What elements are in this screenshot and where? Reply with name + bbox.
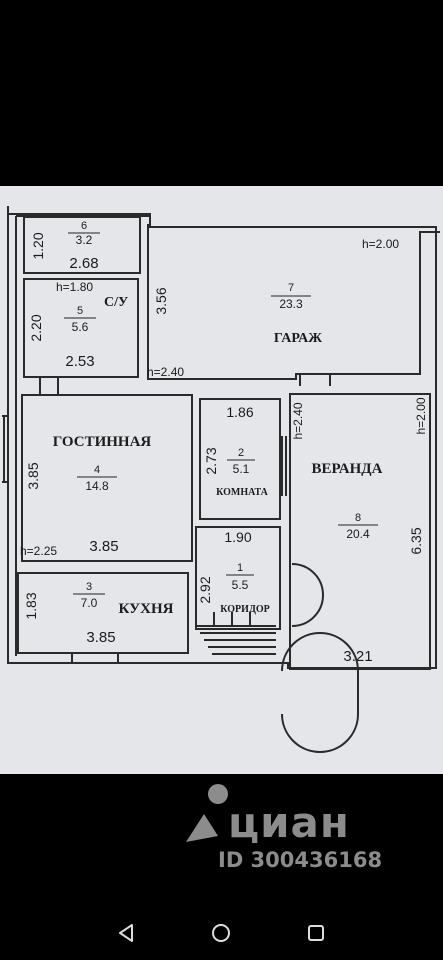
living-room-area: 14.8 [85,479,109,493]
room5-width: 2.53 [65,353,94,370]
corridor-width: 1.90 [224,529,251,545]
kitchen-number: 3 [86,581,92,593]
room5-height: h=1.80 [56,280,93,294]
room2-number: 2 [238,447,244,459]
veranda-number: 8 [355,512,361,524]
living-room-depth: 3.85 [25,462,41,489]
back-icon[interactable] [114,921,138,945]
kitchen-name: КУХНЯ [119,601,174,617]
recents-icon[interactable] [304,921,328,945]
veranda-area: 20.4 [346,527,370,541]
corridor-area: 5.5 [232,578,249,592]
living-room-number: 4 [94,464,100,476]
room2-name: КОМНАТА [216,487,269,498]
veranda-name: ВЕРАНДА [312,461,383,477]
corridor-depth: 2.92 [197,576,213,603]
living-room-name: ГОСТИННАЯ [53,434,152,450]
garage-depth: 3.56 [153,287,169,314]
room2-area: 5.1 [233,462,250,476]
living-room-height: h=2.25 [20,544,57,558]
room6-number: 6 [81,220,87,232]
veranda-height-left: h=2.40 [291,402,305,439]
garage-name: ГАРАЖ [274,331,322,346]
watermark-brand: циан [228,798,350,847]
room6-area: 3.2 [76,233,93,247]
room5-number: 5 [77,305,83,317]
garage-height-left: h=2.40 [147,365,184,379]
veranda-height-right: h=2.00 [414,397,428,434]
room6-depth: 1.20 [30,232,46,259]
room2-depth: 2.73 [203,447,219,474]
corridor-name: КОРИДОР [220,604,269,615]
floor-plan-photo: 6 3.2 2.68 1.20 h=1.80 С/У 5 5.6 2.53 2.… [0,186,443,774]
living-room-width: 3.85 [89,538,118,555]
home-icon[interactable] [209,921,233,945]
garage-area: 23.3 [279,297,303,311]
room6-width: 2.68 [69,255,98,272]
veranda-width: 3.21 [343,648,372,665]
location-pin-icon [186,784,228,842]
corridor-number: 1 [237,562,243,574]
garage-number: 7 [288,282,294,294]
watermark-id: ID 300436168 [218,848,383,872]
android-nav-bar [0,905,443,960]
watermark: циан ID 300436168 [180,778,420,878]
kitchen-depth: 1.83 [23,592,39,619]
walls [2,206,440,753]
room5-name: С/У [104,295,128,310]
room2-width: 1.86 [226,404,253,420]
kitchen-width: 3.85 [86,629,115,646]
kitchen-area: 7.0 [81,596,98,610]
veranda-depth: 6.35 [408,527,424,554]
room5-area: 5.6 [72,320,89,334]
room5-depth: 2.20 [28,314,44,341]
floor-plan: 6 3.2 2.68 1.20 h=1.80 С/У 5 5.6 2.53 2.… [2,206,440,753]
garage-height-top: h=2.00 [362,237,399,251]
